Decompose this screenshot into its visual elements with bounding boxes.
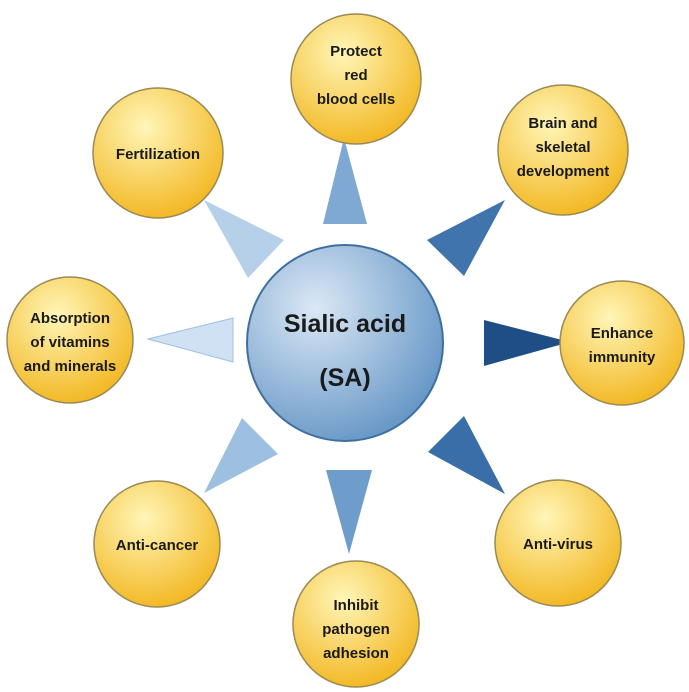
arrow-to-brain-skeletal-development: [427, 200, 505, 276]
center-node: Sialic acid (SA): [246, 244, 444, 442]
node-label-line: adhesion: [323, 645, 389, 662]
node-brain-skeletal-development: Brain and skeletal development: [497, 84, 629, 216]
node-circle: [6, 276, 134, 404]
node-label-line: immunity: [589, 349, 656, 366]
arrow-to-anti-virus: [428, 416, 505, 494]
node-anti-virus: Anti-virus: [494, 479, 622, 607]
node-label-line: Protect: [330, 43, 382, 60]
node-label-line: Brain and: [528, 115, 597, 132]
node-anti-cancer: Anti-cancer: [93, 480, 221, 608]
arrow-to-fertilization: [204, 200, 284, 278]
arrow-to-anti-cancer: [204, 418, 278, 493]
center-label-line-2: (SA): [319, 364, 370, 392]
node-label-line: of vitamins: [30, 334, 109, 351]
node-circle: [93, 480, 221, 608]
node-absorption-vitamins-minerals: Absorption of vitamins and minerals: [6, 276, 134, 404]
node-circle: [494, 479, 622, 607]
node-label-line: Anti-virus: [523, 536, 593, 553]
node-fertilization: Fertilization: [92, 87, 224, 219]
arrow-to-inhibit-pathogen-adhesion: [326, 470, 372, 554]
node-label-line: Absorption: [30, 310, 110, 327]
node-enhance-immunity: Enhance immunity: [559, 280, 685, 406]
node-protect-red-blood-cells: Protect red blood cells: [290, 13, 422, 145]
node-label-line: Inhibit: [334, 597, 379, 614]
node-circle: [497, 84, 629, 216]
node-label-line: red: [344, 67, 367, 84]
arrow-to-absorption-vitamins-minerals: [146, 317, 234, 363]
center-label-line-1: Sialic acid: [284, 310, 406, 338]
node-circle: [292, 560, 420, 688]
arrow-to-enhance-immunity: [484, 320, 570, 366]
node-label-line: Enhance: [591, 325, 654, 342]
node-circle: [290, 13, 422, 145]
arrow-to-protect-red-blood-cells: [323, 138, 367, 224]
node-label-line: Anti-cancer: [116, 537, 199, 554]
node-label-line: pathogen: [322, 621, 390, 638]
node-label-line: development: [517, 163, 610, 180]
node-circle: [559, 280, 685, 406]
node-inhibit-pathogen-adhesion: Inhibit pathogen adhesion: [292, 560, 420, 688]
center-circle: [246, 244, 444, 442]
node-label-line: skeletal: [535, 139, 590, 156]
node-label-line: blood cells: [317, 91, 395, 108]
node-label-line: Fertilization: [116, 146, 200, 163]
node-label-line: and minerals: [24, 358, 117, 375]
node-circle: [92, 87, 224, 219]
